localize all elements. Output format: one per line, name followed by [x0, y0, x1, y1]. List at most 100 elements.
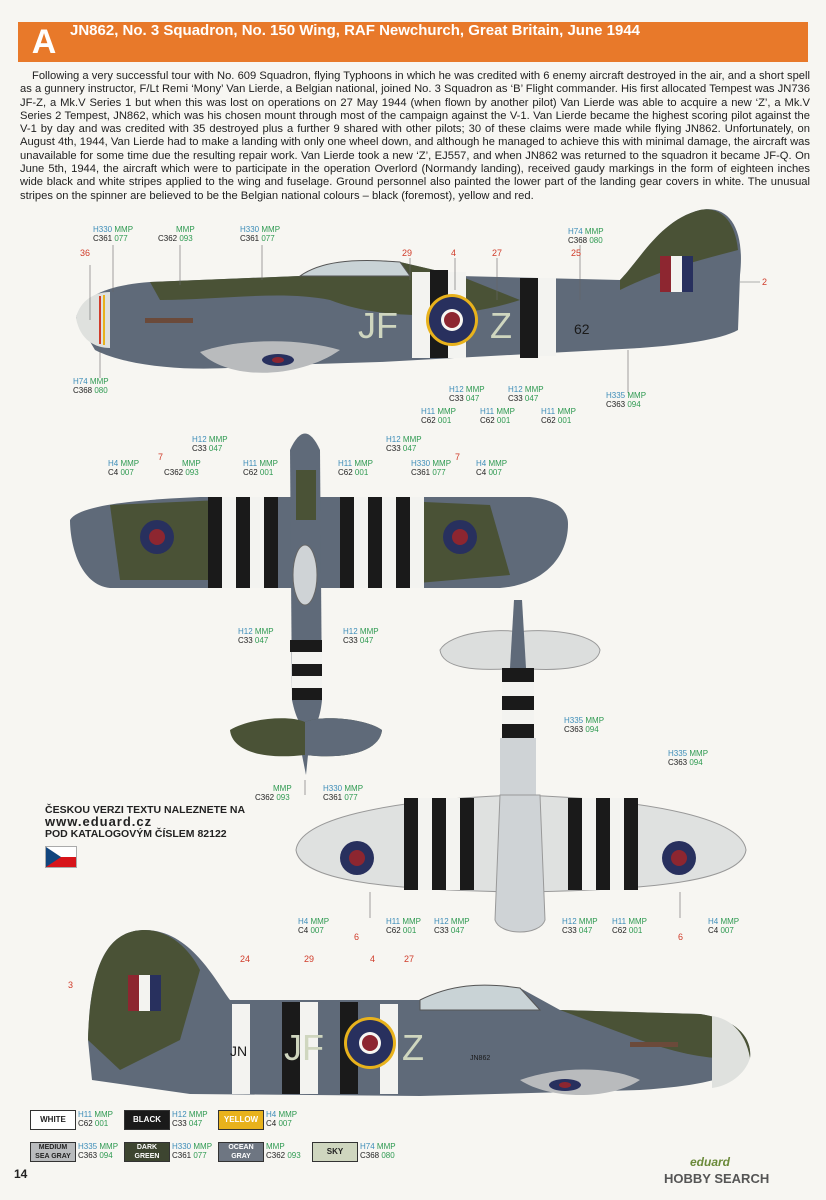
svg-text:H330 MMP: H330 MMP [411, 459, 451, 468]
eduard-link[interactable]: www.eduard.cz [45, 814, 153, 829]
svg-text:H12 MMP: H12 MMP [449, 385, 485, 394]
svg-text:H11 MMP: H11 MMP [612, 917, 647, 926]
svg-text:H12 MMP: H12 MMP [386, 435, 422, 444]
svg-text:H11 MMP: H11 MMP [421, 407, 456, 416]
svg-text:H335 MMP: H335 MMP [668, 749, 708, 758]
czech-line-1: ČESKOU VERZI TEXTU NALEZNETE NA [45, 804, 246, 816]
czech-note: ČESKOU VERZI TEXTU NALEZNETE NA www.edua… [45, 804, 245, 868]
serial-number: JN862 [470, 1055, 490, 1062]
code-letters-jf: JF [358, 305, 398, 346]
svg-text:H11 MMP: H11 MMP [386, 917, 421, 926]
legend-swatch: SKY [312, 1142, 358, 1162]
title-banner: A JN862, No. 3 Squadron, No. 150 Wing, R… [18, 22, 808, 62]
callout-numbers: 36 29 4 27 25 2 7 7 6 6 3 24 29 4 27 [68, 248, 767, 990]
svg-text:C33 047: C33 047 [343, 636, 374, 645]
svg-text:H330 MMP: H330 MMP [93, 225, 133, 234]
svg-text:H11 MMP: H11 MMP [541, 407, 576, 416]
svg-text:MMP: MMP [182, 459, 201, 468]
legend-swatch: OCEAN GRAY [218, 1142, 264, 1162]
tail-number: 62 [574, 321, 590, 337]
svg-text:H335 MMP: H335 MMP [606, 391, 646, 400]
svg-text:7: 7 [455, 452, 460, 462]
svg-text:C361 077: C361 077 [411, 468, 446, 477]
top-view [70, 433, 568, 775]
svg-text:C33 047: C33 047 [562, 926, 593, 935]
svg-text:H4 MMP: H4 MMP [298, 917, 329, 926]
svg-text:C33 047: C33 047 [386, 444, 417, 453]
svg-text:C62 001: C62 001 [480, 416, 511, 425]
svg-text:C33 047: C33 047 [508, 394, 539, 403]
svg-text:H12 MMP: H12 MMP [343, 627, 379, 636]
svg-text:C4 007: C4 007 [108, 468, 134, 477]
side-profile-left: JF Z 62 [76, 209, 741, 373]
svg-text:C62 001: C62 001 [338, 468, 369, 477]
svg-text:29: 29 [304, 954, 314, 964]
svg-text:H335 MMP: H335 MMP [564, 716, 604, 725]
bottom-view [295, 600, 747, 933]
svg-text:C362 093: C362 093 [158, 234, 193, 243]
svg-text:7: 7 [158, 452, 163, 462]
svg-text:C361 077: C361 077 [240, 234, 275, 243]
svg-text:C33 047: C33 047 [449, 394, 480, 403]
svg-text:6: 6 [354, 932, 359, 942]
svg-text:C62 001: C62 001 [541, 416, 572, 425]
svg-text:C62 001: C62 001 [421, 416, 452, 425]
svg-text:H4 MMP: H4 MMP [476, 459, 507, 468]
code-letters-jn: JN [230, 1043, 247, 1059]
svg-text:29: 29 [402, 248, 412, 258]
svg-text:H74 MMP: H74 MMP [568, 227, 604, 236]
svg-text:C368 080: C368 080 [73, 386, 108, 395]
legend-swatch: DARK GREEN [124, 1142, 170, 1162]
svg-text:3: 3 [68, 980, 73, 990]
hobby-search-watermark: HOBBY SEARCH [664, 1171, 770, 1186]
svg-text:H11 MMP: H11 MMP [480, 407, 515, 416]
svg-text:27: 27 [404, 954, 414, 964]
page-number: 14 [14, 1167, 28, 1181]
svg-text:C62 001: C62 001 [243, 468, 274, 477]
svg-text:H12 MMP: H12 MMP [192, 435, 228, 444]
leader-lines [89, 245, 760, 918]
svg-text:MMP: MMP [176, 225, 195, 234]
code-letter-z-right: Z [402, 1027, 424, 1068]
svg-text:H4 MMP: H4 MMP [708, 917, 739, 926]
svg-text:C363 094: C363 094 [668, 758, 703, 767]
code-letters-jf-right: JF [284, 1027, 324, 1068]
svg-text:2: 2 [762, 277, 767, 287]
svg-text:H11 MMP: H11 MMP [338, 459, 373, 468]
legend-swatch: BLACK [124, 1110, 170, 1130]
svg-text:24: 24 [240, 954, 250, 964]
svg-text:C62 001: C62 001 [386, 926, 417, 935]
svg-text:H12 MMP: H12 MMP [434, 917, 470, 926]
profile-title: JN862, No. 3 Squadron, No. 150 Wing, RAF… [70, 22, 641, 39]
svg-text:C361 077: C361 077 [323, 793, 358, 802]
svg-text:MMP: MMP [273, 784, 292, 793]
